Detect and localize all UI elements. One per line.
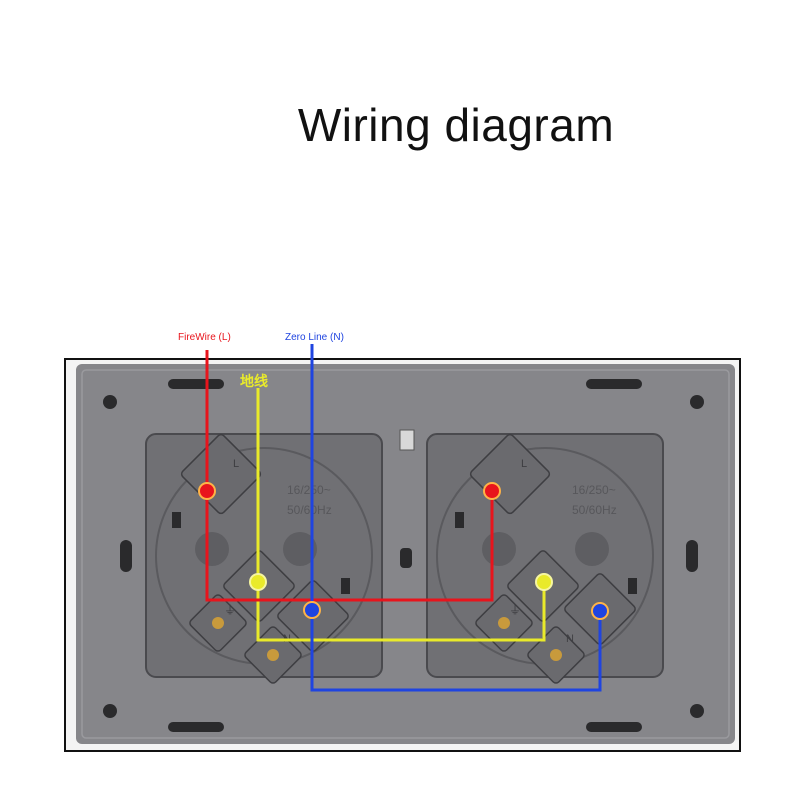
- neutral-wire-label: Zero Line (N): [285, 332, 344, 343]
- neutral-terminal-left-dot: [303, 601, 321, 619]
- side-slot: [686, 540, 698, 572]
- neutral-terminal-right-dot: [591, 602, 609, 620]
- live-wire-label: FireWire (L): [178, 332, 231, 343]
- mount-hole: [690, 704, 704, 718]
- mount-slot: [586, 379, 642, 389]
- earth-terminal-left-dot: [249, 573, 267, 591]
- side-slot: [120, 540, 132, 572]
- earth-terminal-mark: ⏚: [224, 603, 236, 617]
- neutral-terminal-mark: N: [566, 633, 574, 645]
- earth-wire: [256, 388, 546, 642]
- left-socket: L N ⏚ 16/250~ 50/60Hz: [145, 433, 383, 684]
- mount-hole: [103, 704, 117, 718]
- earth-wire-label: 地线: [240, 373, 268, 389]
- live-terminal-mark: L: [521, 458, 527, 470]
- diagram-title: Wiring diagram: [297, 99, 615, 151]
- live-terminal-left-dot: [198, 482, 216, 500]
- mount-hole: [103, 395, 117, 409]
- back-plate-inner: [81, 369, 730, 739]
- mount-slot: [168, 379, 224, 389]
- earth-terminal-mark: ⏚: [509, 603, 521, 617]
- mount-slot: [586, 722, 642, 732]
- live-terminal-mark: L: [233, 458, 239, 470]
- live-wire: [205, 350, 494, 602]
- neutral-wire: [310, 344, 602, 692]
- mount-hole: [690, 395, 704, 409]
- center-slot: [400, 548, 412, 568]
- right-socket: L N ⏚ 16/250~ 50/60Hz: [426, 433, 664, 684]
- earth-terminal-right-dot: [535, 573, 553, 591]
- live-terminal-right-dot: [483, 482, 501, 500]
- mount-slot: [168, 722, 224, 732]
- rating-line-2: 50/60Hz: [572, 503, 617, 517]
- rating-line-1: 16/250~: [572, 483, 616, 497]
- rating-line-1: 16/250~: [287, 483, 331, 497]
- center-clip: [399, 429, 415, 451]
- rating-line-2: 50/60Hz: [287, 503, 332, 517]
